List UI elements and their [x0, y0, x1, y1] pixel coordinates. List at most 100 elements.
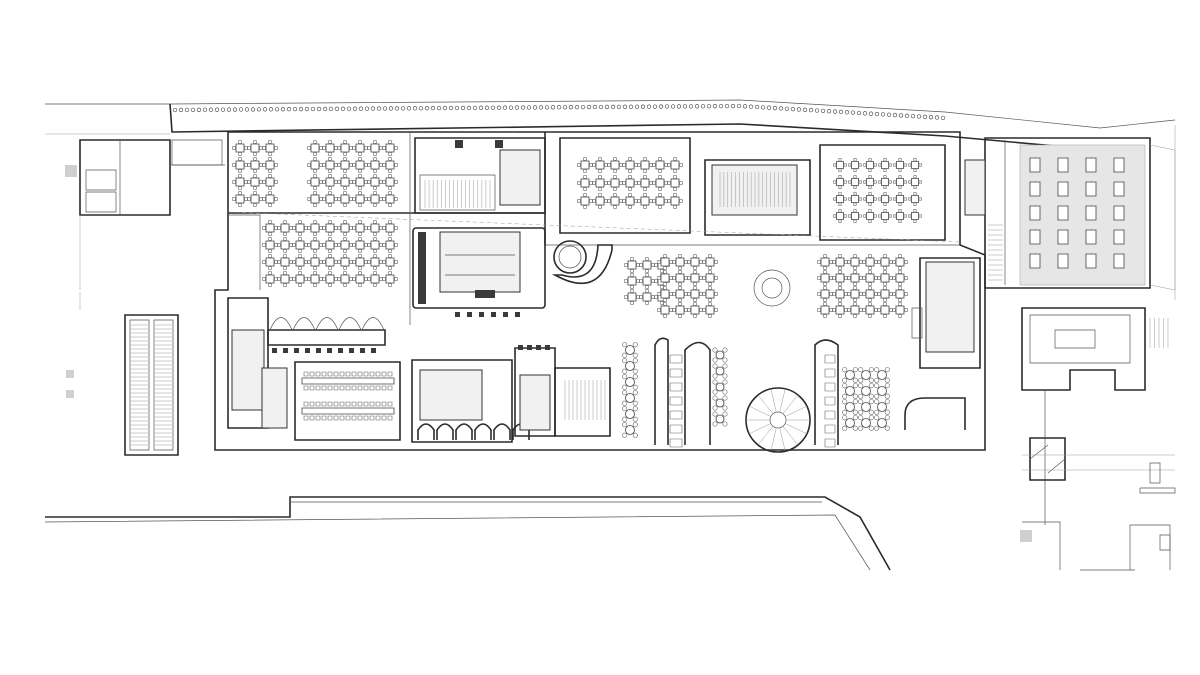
chair [350, 147, 353, 150]
chair [709, 283, 712, 286]
table [661, 258, 669, 266]
chair [629, 170, 632, 173]
chair [314, 221, 317, 224]
chair [365, 261, 368, 264]
chair [389, 272, 392, 275]
niche [475, 424, 491, 440]
chair [344, 233, 347, 236]
chair [914, 186, 916, 188]
chair [853, 399, 857, 403]
table [266, 241, 274, 249]
chair [875, 309, 878, 312]
chair [874, 367, 878, 371]
chair [344, 153, 347, 156]
table [281, 241, 289, 249]
table [912, 213, 919, 220]
chair [374, 233, 377, 236]
table [386, 144, 394, 152]
chair [310, 416, 314, 420]
chair [869, 193, 871, 195]
chair [382, 402, 386, 406]
round-table [846, 371, 855, 380]
table [356, 178, 364, 186]
chair [269, 284, 272, 287]
chair [863, 261, 866, 264]
planter [503, 106, 507, 110]
chair [890, 309, 893, 312]
chair [854, 267, 857, 270]
chair [631, 290, 634, 293]
chair [673, 293, 676, 296]
chair [885, 426, 889, 430]
chair [269, 255, 272, 258]
east-wing [965, 125, 1175, 300]
chair [899, 267, 902, 270]
chair [290, 278, 293, 281]
chair [885, 367, 889, 371]
chair [824, 287, 827, 290]
table [837, 162, 844, 169]
chair [646, 302, 649, 305]
chair [889, 181, 891, 183]
table [251, 195, 259, 203]
chair [668, 200, 671, 203]
table [851, 290, 859, 298]
chair [365, 244, 368, 247]
chair [359, 204, 362, 207]
chair [713, 374, 717, 378]
table [326, 258, 334, 266]
chair [875, 277, 878, 280]
chair [864, 215, 866, 217]
chair [845, 293, 848, 296]
chair [329, 204, 332, 207]
planter [233, 108, 237, 112]
table [581, 197, 589, 205]
stool [545, 345, 550, 350]
chair [723, 406, 727, 410]
chair [344, 255, 347, 258]
table [386, 178, 394, 186]
table [581, 161, 589, 169]
chair [644, 170, 647, 173]
planter [293, 107, 297, 111]
planter [461, 106, 465, 110]
tread [785, 406, 807, 416]
chair [869, 186, 871, 188]
chair [365, 147, 368, 150]
round-table [846, 387, 855, 396]
chair [269, 204, 272, 207]
chair [350, 181, 353, 184]
chair [884, 315, 887, 318]
chair [338, 181, 341, 184]
table [881, 258, 889, 266]
chair [723, 374, 727, 378]
planter [449, 106, 453, 110]
chair [864, 181, 866, 183]
chair [723, 422, 727, 426]
planter [281, 107, 285, 111]
planter [917, 115, 921, 119]
round-table [716, 415, 724, 423]
stool [294, 348, 299, 353]
chair [353, 198, 356, 201]
chair [293, 278, 296, 281]
chair [350, 198, 353, 201]
planter [857, 111, 861, 115]
planter [821, 109, 825, 113]
chair [884, 283, 887, 286]
chair [335, 244, 338, 247]
chair [388, 372, 392, 376]
chair [350, 164, 353, 167]
chair [874, 198, 876, 200]
chair [854, 299, 857, 302]
fixture [1030, 230, 1040, 244]
chair [665, 164, 668, 167]
chair [329, 238, 332, 241]
chair [269, 192, 272, 195]
table [628, 277, 636, 285]
chair [884, 271, 887, 274]
chair [889, 215, 891, 217]
chair [623, 200, 626, 203]
planter [179, 108, 183, 112]
planter [575, 105, 579, 109]
